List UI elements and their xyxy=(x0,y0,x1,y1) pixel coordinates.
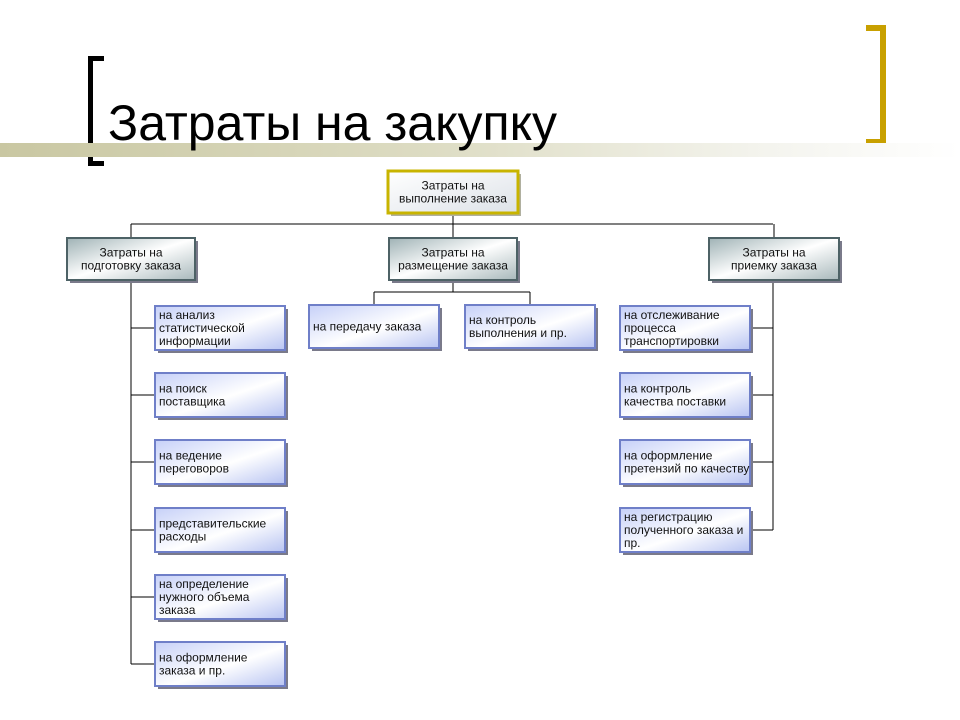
mid-child-node-1-frame xyxy=(464,304,596,349)
right-child-node-0-label: процесса xyxy=(624,321,676,335)
connector-lines xyxy=(130,215,775,665)
branch-node-1-label: размещение заказа xyxy=(398,259,508,273)
left-child-node-2-label: переговоров xyxy=(159,462,229,476)
left-child-node-1-frame xyxy=(154,372,286,418)
branch-node-2-label: приемку заказа xyxy=(731,259,817,273)
left-child-node-3-label: представительские xyxy=(159,517,267,531)
left-child-node-4-label: на определение xyxy=(159,577,249,591)
left-child-node-4-label: нужного объема xyxy=(159,590,250,604)
left-child-node-5-label: на оформление xyxy=(159,651,248,665)
branch-node-0-label: подготовку заказа xyxy=(81,259,181,273)
right-child-node-2-frame xyxy=(619,439,751,485)
right-child-node-3-label: на регистрацию xyxy=(624,510,712,524)
right-child-node-2-label: на оформление xyxy=(624,449,713,463)
right-child-node-0-frame xyxy=(619,305,751,351)
right-child-node-0-label: на отслеживание xyxy=(624,308,720,322)
mid-child-node-1-label: на контроль xyxy=(469,313,536,327)
branch-node-0-frame xyxy=(66,237,196,281)
branch-node-0-label: Затраты на xyxy=(100,246,163,260)
right-child-node-3-frame xyxy=(619,507,751,553)
right-bracket-decoration xyxy=(866,25,886,145)
left-bracket-decoration xyxy=(88,56,104,166)
title-underline-bar xyxy=(0,143,960,157)
branch-node-1-label: Затраты на xyxy=(422,246,485,260)
left-child-node-3-label: расходы xyxy=(159,530,206,544)
mid-child-node-1-label: выполнения и пр. xyxy=(469,326,567,340)
root-node-frame xyxy=(386,169,520,215)
left-child-node-0-frame xyxy=(154,305,286,351)
mid-child-node-0-label: на передачу заказа xyxy=(313,320,422,334)
right-child-node-3-label: полученного заказа и xyxy=(624,523,743,537)
branch-node-2-label: Затраты на xyxy=(743,246,806,260)
left-child-node-0-label: на анализ xyxy=(159,308,215,322)
branch-node-2-frame xyxy=(708,237,840,281)
left-child-node-4-label: заказа xyxy=(159,603,196,617)
left-child-node-2-frame xyxy=(154,439,286,485)
left-child-node-5-label: заказа и пр. xyxy=(159,664,225,678)
left-child-node-3-frame xyxy=(154,507,286,553)
left-child-node-5-frame xyxy=(154,641,286,687)
root-node-label: выполнение заказа xyxy=(399,192,507,206)
root-node-label: Затраты на xyxy=(422,179,485,193)
mid-child-node-0: на передачу заказа xyxy=(308,304,442,351)
right-child-node-1-label: качества поставки xyxy=(624,395,726,409)
right-child-node-1-frame xyxy=(619,372,751,418)
slide-title: Затраты на закупку xyxy=(108,95,558,151)
right-child-node-0-label: транспортировки xyxy=(624,334,719,348)
right-child-node-1-label: на контроль xyxy=(624,382,691,396)
branch-node-1-frame xyxy=(388,237,518,281)
left-child-node-4-frame xyxy=(154,574,286,620)
right-child-node-3-label: пр. xyxy=(624,536,641,550)
left-child-node-0-label: информации xyxy=(159,334,231,348)
left-child-node-1-label: поставщика xyxy=(159,395,226,409)
left-child-node-0-label: статистической xyxy=(159,321,245,335)
mid-child-node-0-frame xyxy=(308,304,440,349)
left-child-node-1-label: на поиск xyxy=(159,382,208,396)
right-child-node-2-label: претензий по качеству xyxy=(624,462,749,476)
left-child-node-2-label: на ведение xyxy=(159,449,222,463)
